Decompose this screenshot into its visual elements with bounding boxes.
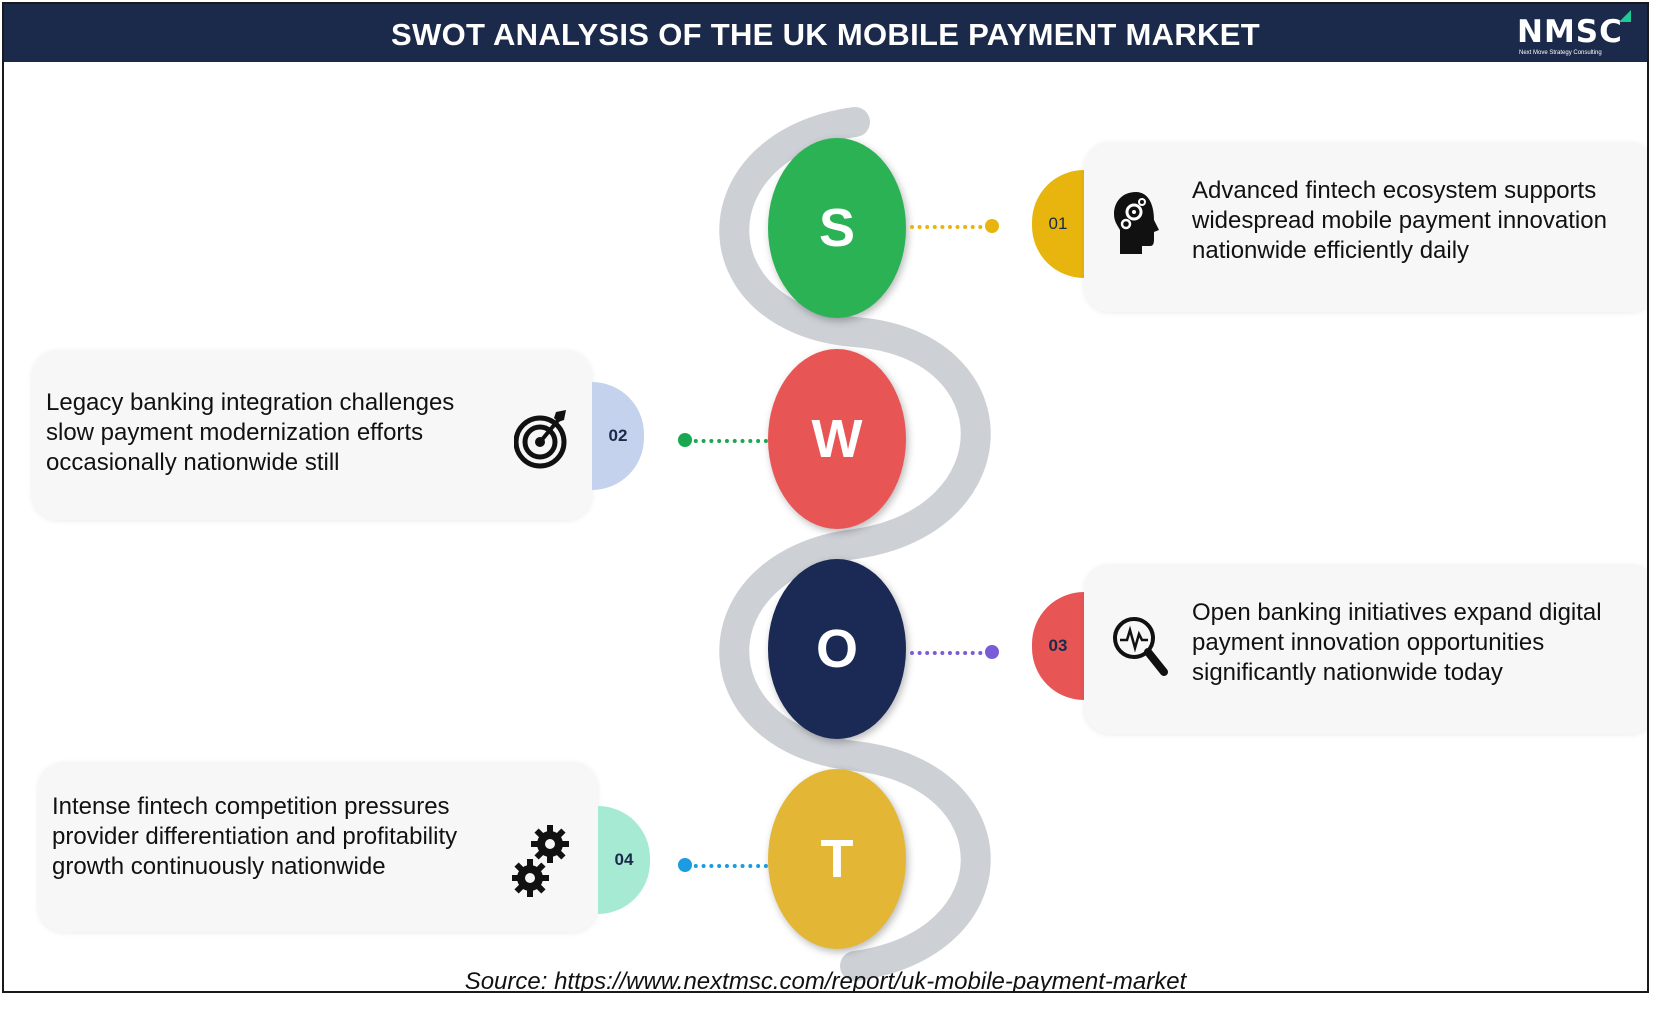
- weakness-text: Legacy banking integration challenges sl…: [46, 389, 455, 476]
- threat-number: 04: [614, 850, 634, 869]
- logo-text: NMSC: [1517, 14, 1623, 50]
- target-arrow-icon: [514, 410, 567, 469]
- strength-text: Advanced fintech ecosystem supports wide…: [1192, 177, 1607, 264]
- threat-card: Intense fintech competition pressures pr…: [38, 762, 598, 932]
- strength-letter: S: [818, 198, 856, 258]
- opportunity-card: Open banking initiatives expand digital …: [1084, 564, 1647, 734]
- strength-circle: S: [768, 138, 906, 318]
- magnifier-pulse-icon: [1113, 617, 1168, 676]
- logo-leaf-icon: [1619, 10, 1631, 22]
- threat-connector-line: [686, 864, 768, 868]
- threat-letter: T: [820, 829, 854, 889]
- wave-path: [719, 107, 991, 981]
- source-caption: Source: https://www.nextmsc.com/report/u…: [464, 968, 1187, 993]
- head-gears-icon: [1114, 192, 1159, 254]
- infographic-frame: SWOT ANALYSIS OF THE UK MOBILE PAYMENT M…: [2, 2, 1649, 993]
- weakness-number: 02: [608, 426, 628, 445]
- logo-subtext: Next Move Strategy Consulting: [1519, 50, 1602, 56]
- strength-connector-line: [910, 225, 990, 229]
- opportunity-connector-dot: [985, 645, 999, 659]
- gears-icon: [512, 825, 569, 897]
- page-title: SWOT ANALYSIS OF THE UK MOBILE PAYMENT M…: [391, 17, 1260, 52]
- threat-connector-dot: [678, 858, 692, 872]
- opportunity-text: Open banking initiatives expand digital …: [1192, 599, 1602, 686]
- weakness-connector-dot: [678, 433, 692, 447]
- weakness-circle: W: [768, 349, 906, 529]
- strength-number: 01: [1048, 214, 1068, 233]
- opportunity-circle: O: [768, 559, 906, 739]
- weakness-connector-line: [686, 439, 768, 443]
- opportunity-number: 03: [1048, 636, 1068, 655]
- nmsc-logo: NMSC Next Move Strategy Consulting: [1517, 10, 1631, 58]
- header-bar: SWOT ANALYSIS OF THE UK MOBILE PAYMENT M…: [4, 4, 1647, 62]
- opportunity-connector-line: [910, 651, 990, 655]
- threat-text: Intense fintech competition pressures pr…: [52, 793, 458, 880]
- weakness-card: Legacy banking integration challenges sl…: [32, 350, 592, 520]
- opportunity-letter: O: [815, 619, 858, 679]
- strength-connector-dot: [985, 219, 999, 233]
- weakness-letter: W: [811, 409, 863, 469]
- swot-wave-spine: [719, 107, 991, 981]
- strength-card: Advanced fintech ecosystem supports wide…: [1084, 142, 1647, 312]
- threat-circle: T: [768, 769, 906, 949]
